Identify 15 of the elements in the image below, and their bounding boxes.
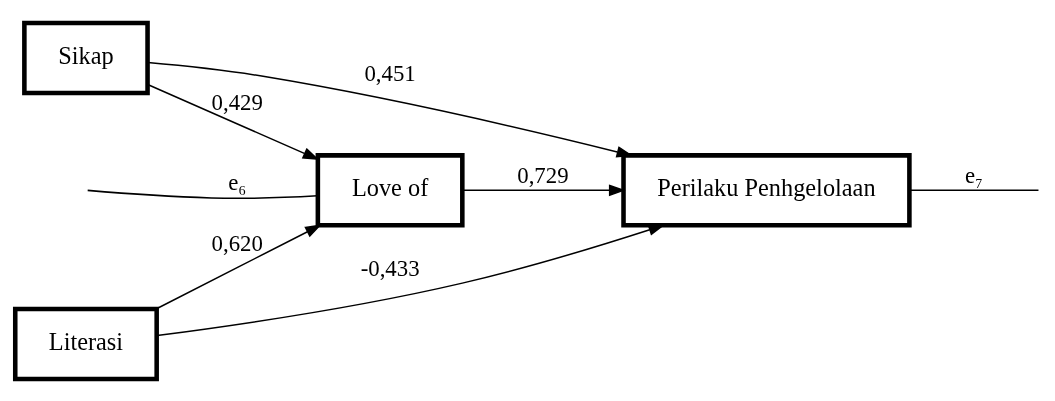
node-box: Literasi	[12, 306, 159, 381]
edge-label: -0,433	[360, 255, 420, 281]
node-box: Sikap	[22, 20, 150, 95]
edge-label: e₆	[228, 169, 247, 195]
node-box: Love of	[315, 152, 465, 228]
edge-label: 0,429	[211, 89, 263, 115]
connector	[86, 189, 319, 199]
edge-label: e₇	[964, 162, 984, 188]
edge-label: 0,729	[517, 162, 569, 188]
edge-label: 0,451	[364, 60, 416, 86]
connector	[908, 189, 1040, 191]
arrow	[155, 223, 322, 309]
arrow	[461, 184, 626, 196]
edge-label: 0,620	[211, 230, 263, 256]
node-box: Perilaku Penhgelolaan	[621, 152, 912, 228]
